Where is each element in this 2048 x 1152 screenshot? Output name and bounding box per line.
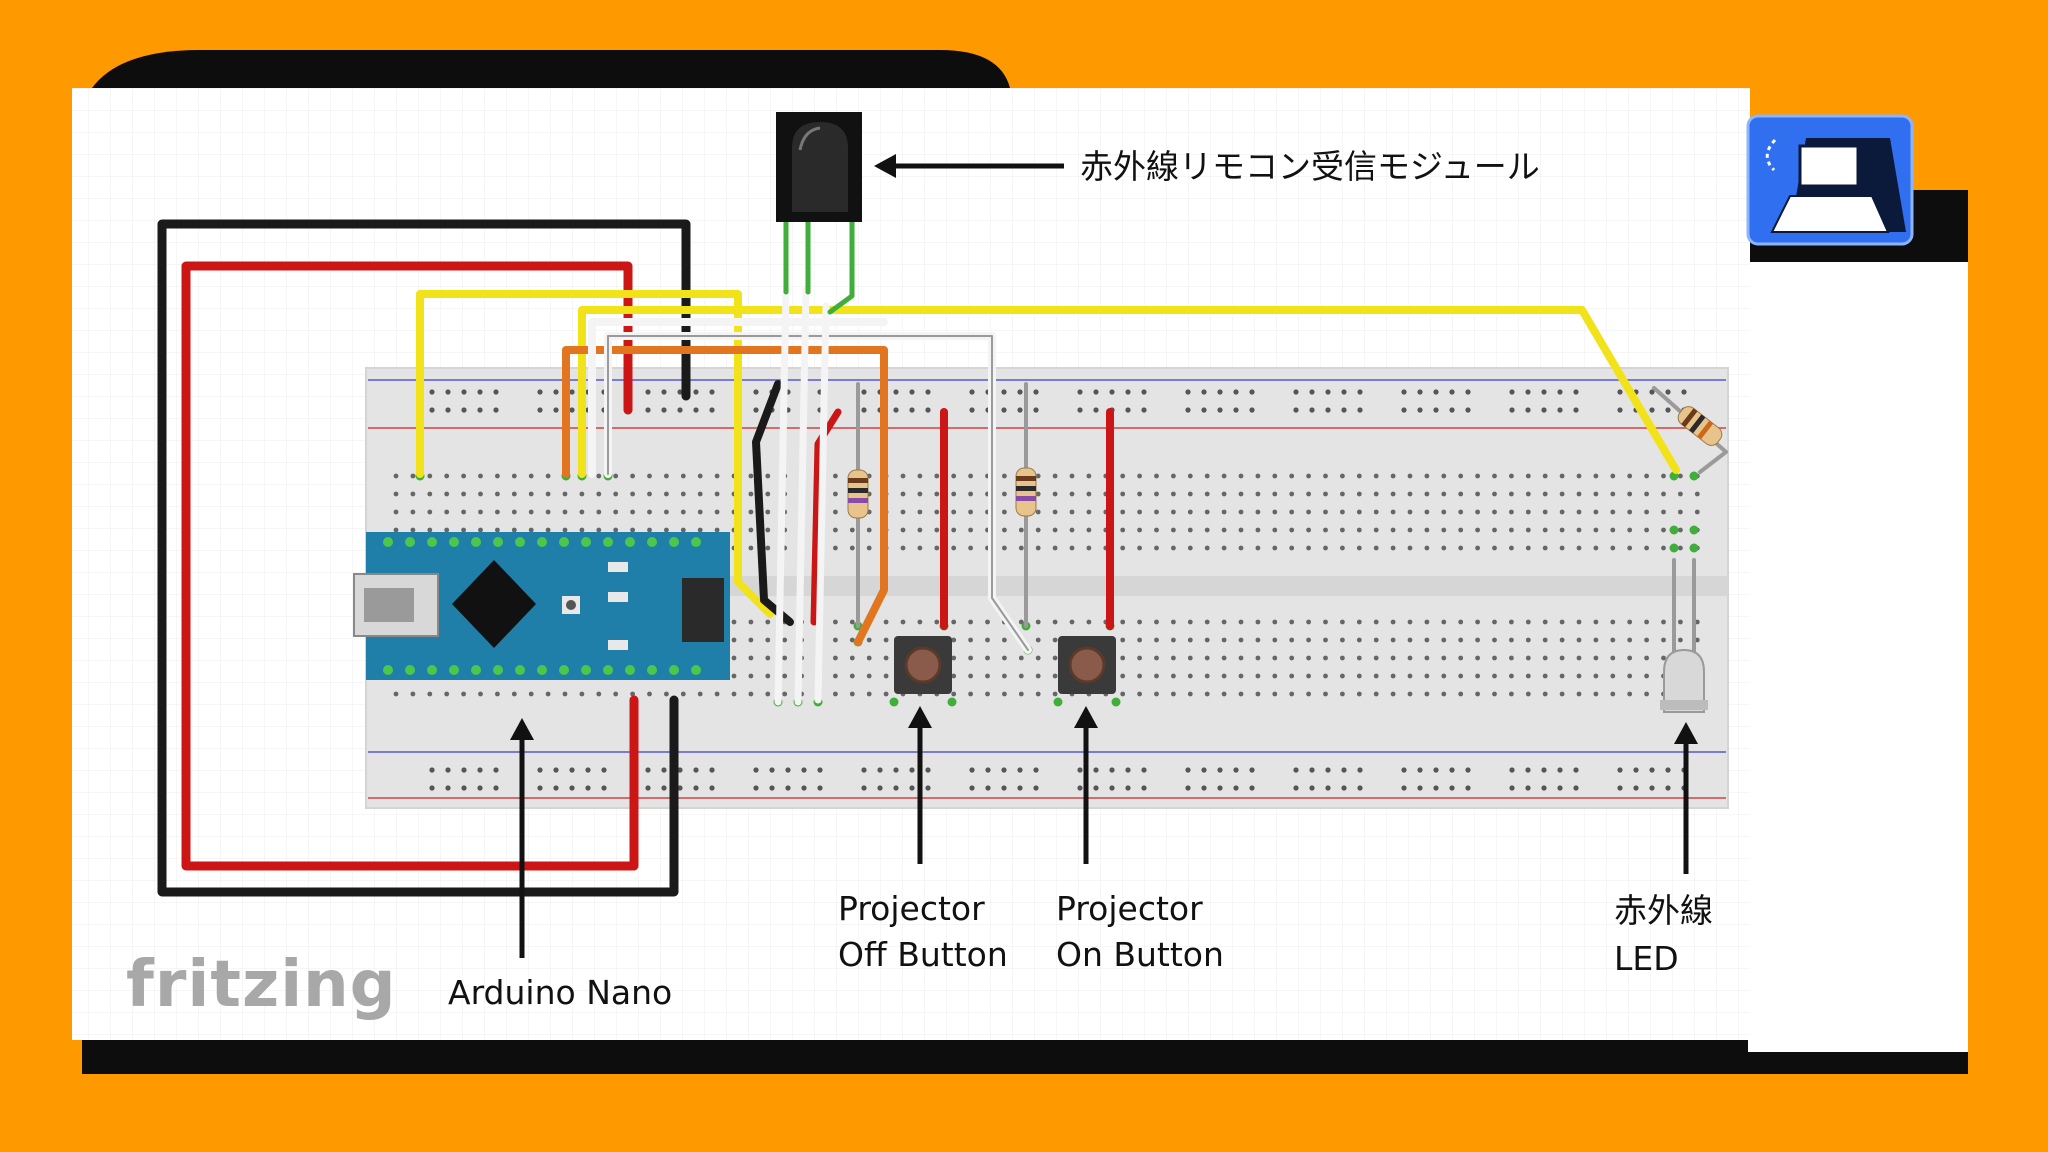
ir-led-icon [1660,648,1708,713]
frame-top-tab [92,50,1010,88]
arduino-nano-label: Arduino Nano [448,973,673,1012]
resistor-2 [1015,467,1037,517]
frame-bottom-bar [82,1040,1968,1074]
wire-ir-white-c [814,302,830,704]
on-button-label-line1: Projector [1056,889,1203,928]
pushbutton-icon [894,636,952,694]
wire-ir-white-a [774,286,790,706]
pushbutton-on [1058,636,1116,694]
wire-yellow-long [416,290,774,618]
wire-red-short-1 [810,408,842,626]
resistor-3-lead [1652,386,1728,474]
wire-black-ground [157,219,691,897]
ir-module-label: 赤外線リモコン受信モジュール [1080,147,1540,186]
wire-white-1-outline [607,335,1029,651]
ir-lead-right [827,219,855,315]
off-button-label-line2: Off Button [838,935,1008,974]
wire-orange [562,346,888,646]
wires [157,219,1728,897]
on-button-label-line2: On Button [1056,935,1224,974]
off-button-label-line1: Projector [838,889,985,928]
computer-logo-icon [1746,114,1914,246]
annotation-arrows [510,154,1698,958]
arduino-nano [353,532,730,680]
content-panel-right [1748,262,1968,1052]
resistor-icon [847,469,869,519]
wire-yellow-led [578,306,1680,478]
ir-led-label-line2: LED [1614,939,1679,978]
ir-receiver-icon [776,112,862,222]
resistor-3 [1677,406,1723,446]
fritzing-logo: fritzing [126,948,397,1022]
wire-ir-white-b [794,286,810,706]
ir-led-label-line1: 赤外線 [1614,891,1713,930]
